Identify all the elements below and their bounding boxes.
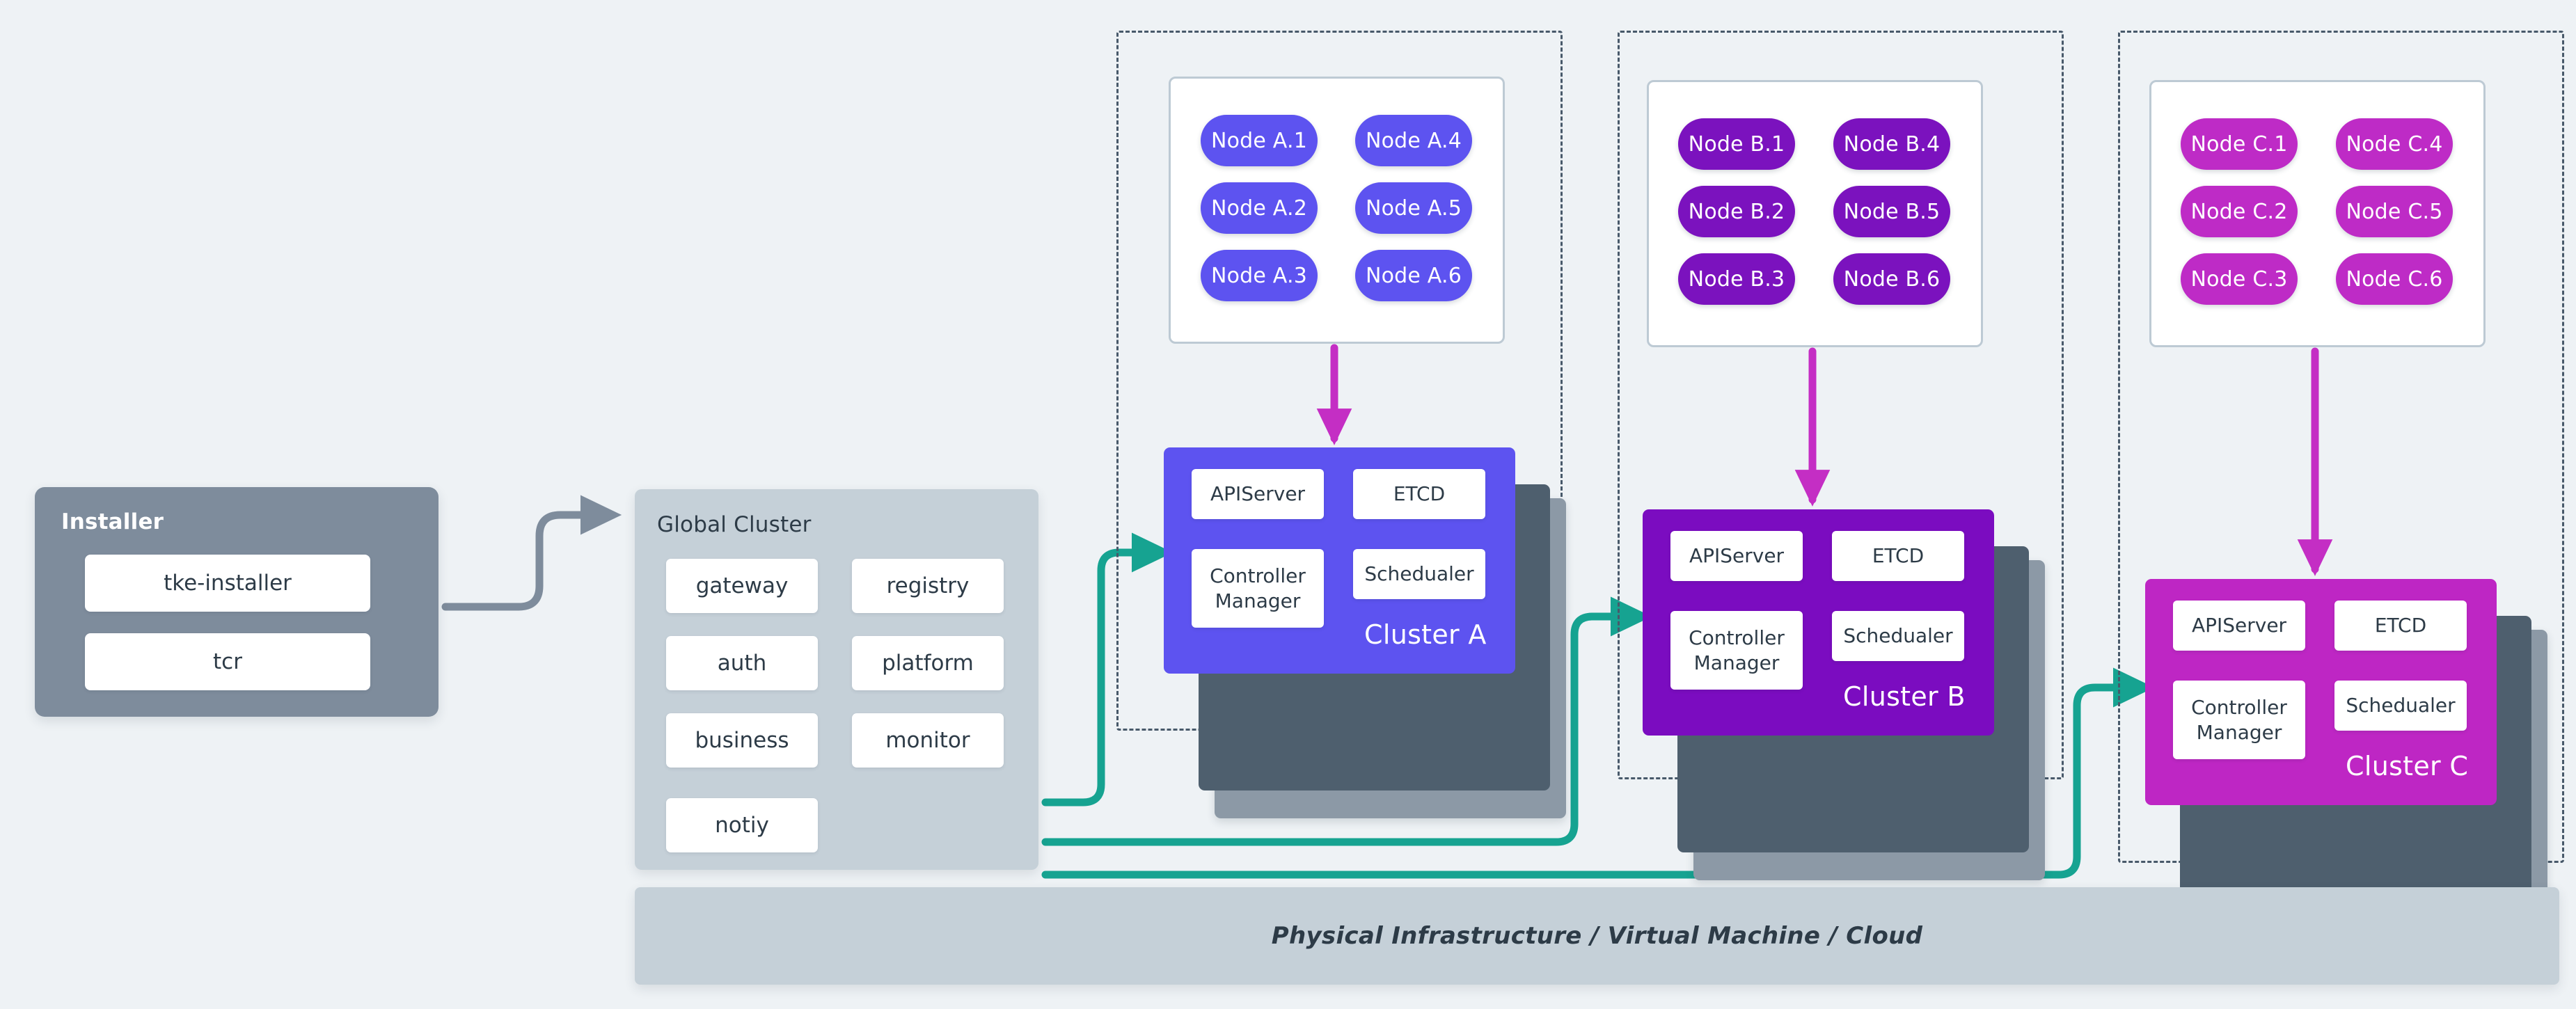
global-component-monitor[interactable]: monitor [852,713,1004,768]
cluster-c-node-4[interactable]: Node C.4 [2336,118,2453,170]
global-component-gateway[interactable]: gateway [666,559,818,613]
installer-item-tke-installer[interactable]: tke-installer [85,555,370,612]
cluster-b-node-1[interactable]: Node B.1 [1678,118,1795,170]
cluster-a-scheduler[interactable]: Schedualer [1353,549,1485,599]
cluster-a-node-3[interactable]: Node A.3 [1201,250,1318,301]
cluster-a-node-6[interactable]: Node A.6 [1355,250,1472,301]
installer-item-tcr[interactable]: tcr [85,633,370,690]
cluster-a-node-1[interactable]: Node A.1 [1201,115,1318,166]
cluster-a-node-2[interactable]: Node A.2 [1201,182,1318,234]
infrastructure-label: Physical Infrastructure / Virtual Machin… [1271,922,1923,950]
cluster-b-controller-manager[interactable]: Controller Manager [1670,611,1803,690]
cluster-a-node-4[interactable]: Node A.4 [1355,115,1472,166]
cluster-b-scheduler[interactable]: Schedualer [1832,611,1964,661]
cluster-b-node-3[interactable]: Node B.3 [1678,253,1795,305]
cluster-b-node-6[interactable]: Node B.6 [1833,253,1950,305]
cluster-c-scheduler[interactable]: Schedualer [2334,681,2467,731]
cluster-c-node-5[interactable]: Node C.5 [2336,186,2453,237]
global-component-registry[interactable]: registry [852,559,1004,613]
cluster-c-node-3[interactable]: Node C.3 [2181,253,2298,305]
arrow-installer-to-global [441,495,622,611]
cluster-b-node-4[interactable]: Node B.4 [1833,118,1950,170]
global-component-notiy[interactable]: notiy [666,798,818,852]
infrastructure-bar: Physical Infrastructure / Virtual Machin… [635,887,2559,985]
cluster-c-node-2[interactable]: Node C.2 [2181,186,2298,237]
global-component-platform[interactable]: platform [852,636,1004,690]
cluster-b-etcd[interactable]: ETCD [1832,531,1964,581]
cluster-c-node-6[interactable]: Node C.6 [2336,253,2453,305]
cluster-a-controller-manager[interactable]: Controller Manager [1192,549,1324,628]
cluster-b-node-5[interactable]: Node B.5 [1833,186,1950,237]
cluster-a-apiserver[interactable]: APIServer [1192,469,1324,519]
cluster-a-name: Cluster A [1364,619,1487,650]
installer-title: Installer [61,509,164,534]
cluster-b-apiserver[interactable]: APIServer [1670,531,1803,581]
cluster-c-name: Cluster C [2346,751,2469,781]
cluster-a-etcd[interactable]: ETCD [1353,469,1485,519]
cluster-c-apiserver[interactable]: APIServer [2173,601,2305,651]
cluster-c-controller-manager[interactable]: Controller Manager [2173,681,2305,759]
cluster-c-node-1[interactable]: Node C.1 [2181,118,2298,170]
cluster-b-name: Cluster B [1843,681,1966,712]
cluster-a-node-5[interactable]: Node A.5 [1355,182,1472,234]
global-cluster-title: Global Cluster [657,512,812,537]
global-component-auth[interactable]: auth [666,636,818,690]
cluster-b-node-2[interactable]: Node B.2 [1678,186,1795,237]
global-component-business[interactable]: business [666,713,818,768]
cluster-c-etcd[interactable]: ETCD [2334,601,2467,651]
